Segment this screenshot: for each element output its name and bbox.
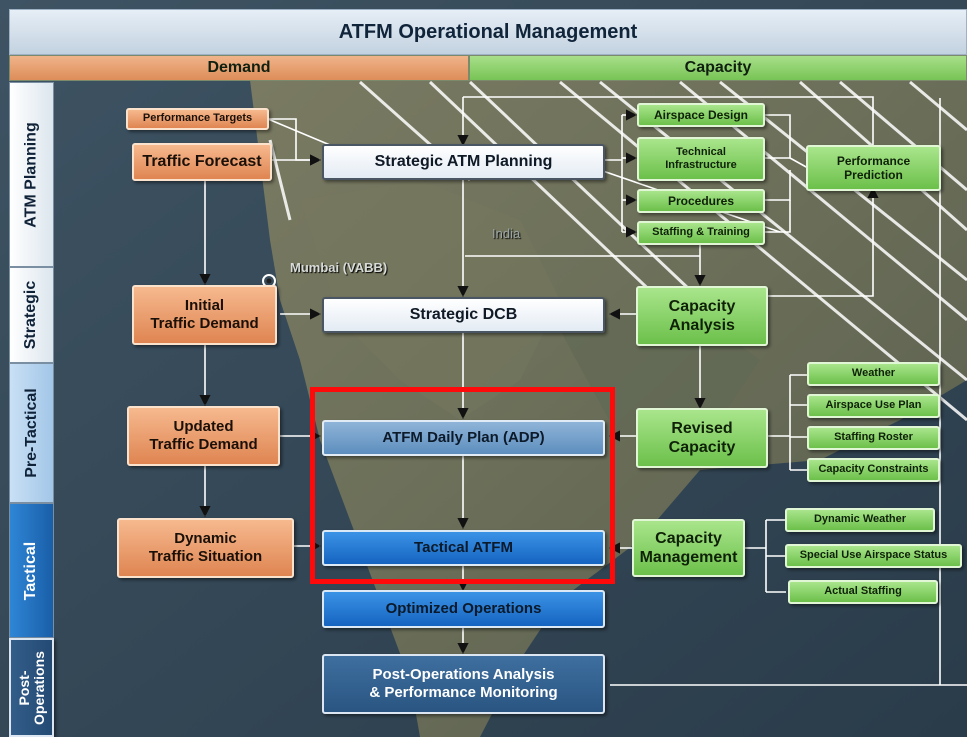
map-label-india: India xyxy=(492,226,521,241)
phase-pre-tactical: Pre-Tactical xyxy=(9,363,54,503)
capacity-analysis-box: Capacity Analysis xyxy=(636,286,768,346)
phase-strategic: Strategic xyxy=(9,267,54,363)
atfm-daily-plan-box: ATFM Daily Plan (ADP) xyxy=(322,420,605,456)
actual-staffing-box: Actual Staffing xyxy=(788,580,938,604)
optimized-operations-box: Optimized Operations xyxy=(322,590,605,628)
phase-label-line: Post- xyxy=(15,670,32,705)
performance-prediction-box: Performance Prediction xyxy=(806,145,941,191)
box-line: Dynamic xyxy=(174,530,237,547)
phase-label: Tactical xyxy=(22,541,40,600)
box-line: Capacity xyxy=(668,439,736,456)
performance-targets-box: Performance Targets xyxy=(126,108,269,130)
box-line: Traffic Situation xyxy=(148,548,263,565)
phase-label: ATM Planning xyxy=(22,121,40,228)
staffing-training-box: Staffing & Training xyxy=(637,221,765,245)
box-line: Initial xyxy=(184,297,225,314)
map-label-mumbai: Mumbai (VABB) xyxy=(290,260,388,275)
phase-label-line: Operations xyxy=(30,650,47,725)
box-line: Post-Operations Analysis xyxy=(372,666,555,683)
phase-tactical: Tactical xyxy=(9,503,54,638)
airspace-use-plan-box: Airspace Use Plan xyxy=(807,394,940,418)
phase-post-operations: Post-Operations xyxy=(9,638,54,737)
procedures-box: Procedures xyxy=(637,189,765,213)
phase-atm-planning: ATM Planning xyxy=(9,82,54,267)
box-line: Revised xyxy=(671,419,733,437)
dynamic-weather-box: Dynamic Weather xyxy=(785,508,935,532)
capacity-management-box: Capacity Management xyxy=(632,519,745,577)
box-line: Traffic Demand xyxy=(149,436,258,453)
box-line: Updated xyxy=(173,418,234,435)
special-use-airspace-status-box: Special Use Airspace Status xyxy=(785,544,962,568)
box-line: Management xyxy=(639,549,738,566)
highlight-rectangle xyxy=(310,387,615,584)
traffic-forecast-box: Traffic Forecast xyxy=(132,143,272,181)
phase-label: Strategic xyxy=(22,280,40,350)
phase-label: Post-Operations xyxy=(15,650,47,725)
box-line: Prediction xyxy=(844,168,903,182)
box-line: Performance xyxy=(836,153,911,168)
airspace-design-box: Airspace Design xyxy=(637,103,765,127)
phase-label: Pre-Tactical xyxy=(22,388,40,478)
tactical-atfm-box: Tactical ATFM xyxy=(322,530,605,566)
box-line: & Performance Monitoring xyxy=(369,684,558,701)
strategic-dcb-box: Strategic DCB xyxy=(322,297,605,333)
revised-capacity-box: Revised Capacity xyxy=(636,408,768,468)
staffing-roster-box: Staffing Roster xyxy=(807,426,940,450)
capacity-column-header: Capacity xyxy=(469,55,967,81)
box-line: Capacity xyxy=(668,297,736,315)
capacity-constraints-box: Capacity Constraints xyxy=(807,458,940,482)
weather-box: Weather xyxy=(807,362,940,386)
box-line: Capacity xyxy=(655,529,722,547)
initial-traffic-demand-box: Initial Traffic Demand xyxy=(132,285,277,345)
demand-column-header: Demand xyxy=(9,55,469,81)
box-line: Technical xyxy=(676,145,726,158)
box-line: Infrastructure xyxy=(665,159,737,171)
box-line: Traffic Demand xyxy=(150,315,259,332)
post-operations-analysis-box: Post-Operations Analysis & Performance M… xyxy=(322,654,605,714)
dynamic-traffic-situation-box: Dynamic Traffic Situation xyxy=(117,518,294,578)
updated-traffic-demand-box: Updated Traffic Demand xyxy=(127,406,280,466)
technical-infrastructure-box: Technical Infrastructure xyxy=(637,137,765,181)
strategic-atm-planning-box: Strategic ATM Planning xyxy=(322,144,605,180)
diagram-title: ATFM Operational Management xyxy=(9,9,967,55)
box-line: Analysis xyxy=(669,317,735,334)
